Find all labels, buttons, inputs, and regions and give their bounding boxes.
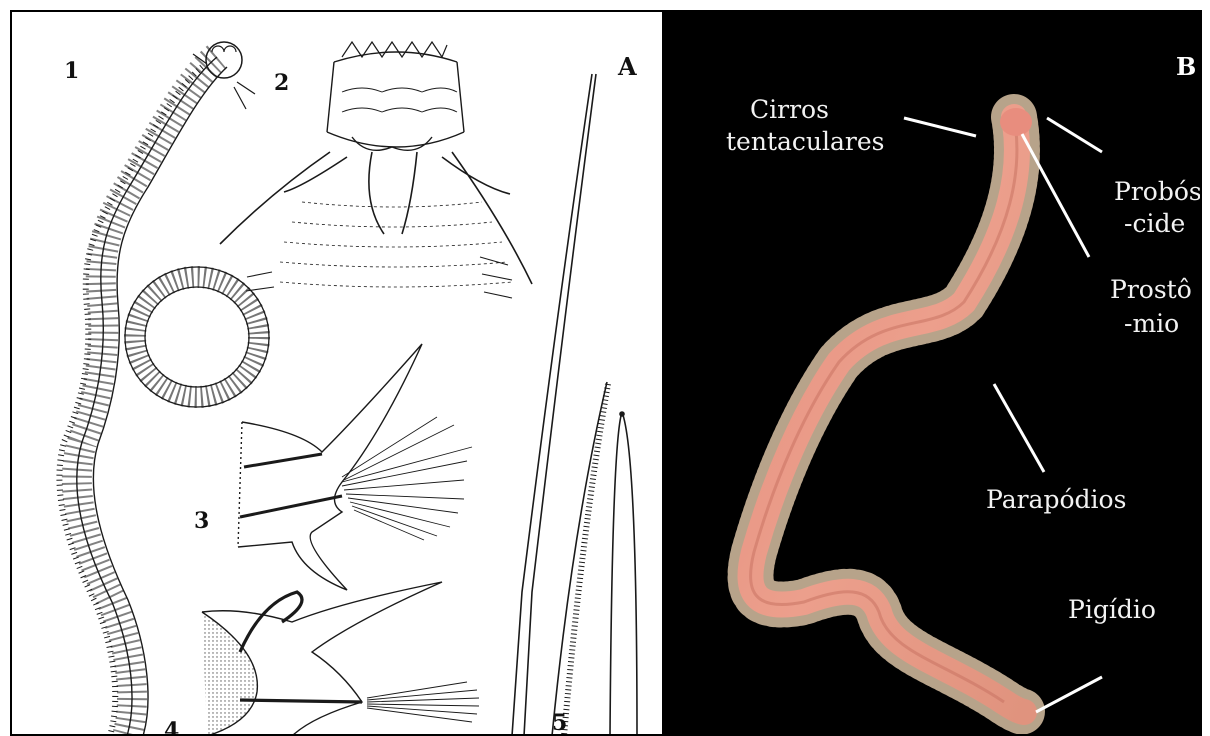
panel-b-photo: B Cirros tentaculares Probós -cide Prost… — [664, 12, 1202, 736]
figure-number-3: 3 — [194, 508, 209, 534]
panel-label-a: A — [618, 52, 637, 81]
worm-whole-drawing — [59, 42, 269, 736]
label-prosto-line2: -mio — [1124, 308, 1179, 339]
panel-a-drawings: 1 2 3 4 5 A — [12, 12, 664, 736]
label-pigidio: Pigídio — [1068, 594, 1156, 625]
label-cirros-line1: Cirros — [750, 94, 829, 125]
anterior-end-drawing — [220, 42, 532, 298]
label-cirros-line2: tentaculares — [726, 126, 884, 157]
figure-frame: 1 2 3 4 5 A — [10, 10, 1202, 736]
label-parapodios: Parapódios — [986, 484, 1126, 515]
label-prosto-line1: Prostô — [1110, 274, 1192, 305]
parapodium-drawing-4 — [202, 582, 479, 736]
figure-number-4: 4 — [164, 718, 179, 736]
worm-photo — [664, 12, 1202, 736]
figure-number-2: 2 — [274, 70, 289, 96]
figure-number-5: 5 — [552, 710, 567, 736]
setae-drawing-5 — [512, 74, 637, 736]
panel-a-illustration — [12, 12, 664, 736]
figure-number-1: 1 — [64, 58, 79, 84]
panel-label-b: B — [1176, 52, 1196, 81]
label-probos-line1: Probós — [1114, 176, 1202, 207]
parapodium-drawing-3 — [238, 344, 472, 590]
label-probos-line2: -cide — [1124, 208, 1185, 239]
